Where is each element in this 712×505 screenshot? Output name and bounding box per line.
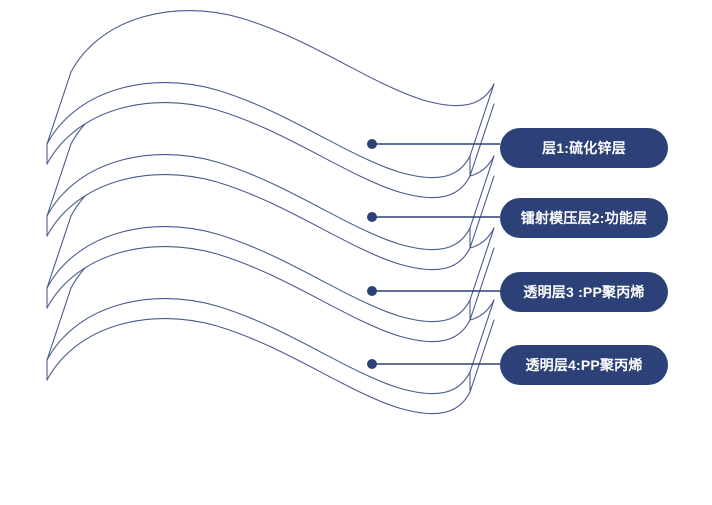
- sheet-right-end-cap: [469, 83, 495, 177]
- layer-label-text-1: 层1:硫化锌层: [542, 140, 626, 156]
- sheet-top-edge: [46, 225, 471, 323]
- sheet-left-skew-top: [46, 143, 72, 217]
- sheet-right-end-cap: [469, 299, 495, 393]
- connector-dot-2[interactable]: [367, 212, 377, 222]
- connector-dot-1[interactable]: [367, 139, 377, 149]
- connectors-group: [367, 139, 500, 369]
- sheet-layer-3: [46, 153, 495, 343]
- connector-dot-3[interactable]: [367, 286, 377, 296]
- sheet-bottom-edge: [46, 317, 471, 415]
- sheet-bottom-edge: [46, 173, 471, 271]
- layer-label-pill-2[interactable]: 镭射模压层2:功能层: [500, 198, 668, 238]
- sheet-left-skew-top: [46, 71, 72, 145]
- sheets-group: [46, 9, 495, 415]
- connector-dot-4[interactable]: [367, 359, 377, 369]
- sheet-back-edge: [70, 9, 495, 107]
- layer-label-text-2: 镭射模压层2:功能层: [520, 210, 648, 226]
- sheet-bottom-edge: [46, 245, 471, 343]
- sheet-left-skew-top: [46, 287, 72, 361]
- sheet-top-edge: [46, 153, 471, 251]
- sheet-top-edge: [46, 297, 471, 395]
- layer-label-pill-4[interactable]: 透明层4:PP聚丙烯: [500, 345, 668, 385]
- layer-label-text-3: 透明层3 :PP聚丙烯: [523, 284, 645, 300]
- sheet-layer-1: [46, 9, 495, 199]
- sheet-right-end-cap: [469, 227, 495, 321]
- layer-label-text-4: 透明层4:PP聚丙烯: [525, 357, 643, 373]
- layer-label-pill-1[interactable]: 层1:硫化锌层: [500, 128, 668, 168]
- layer-label-pill-3[interactable]: 透明层3 :PP聚丙烯: [500, 272, 668, 312]
- sheet-bottom-edge: [46, 101, 471, 199]
- sheet-right-end-cap: [469, 155, 495, 249]
- sheet-top-edge: [46, 81, 471, 179]
- sheet-left-skew-top: [46, 215, 72, 289]
